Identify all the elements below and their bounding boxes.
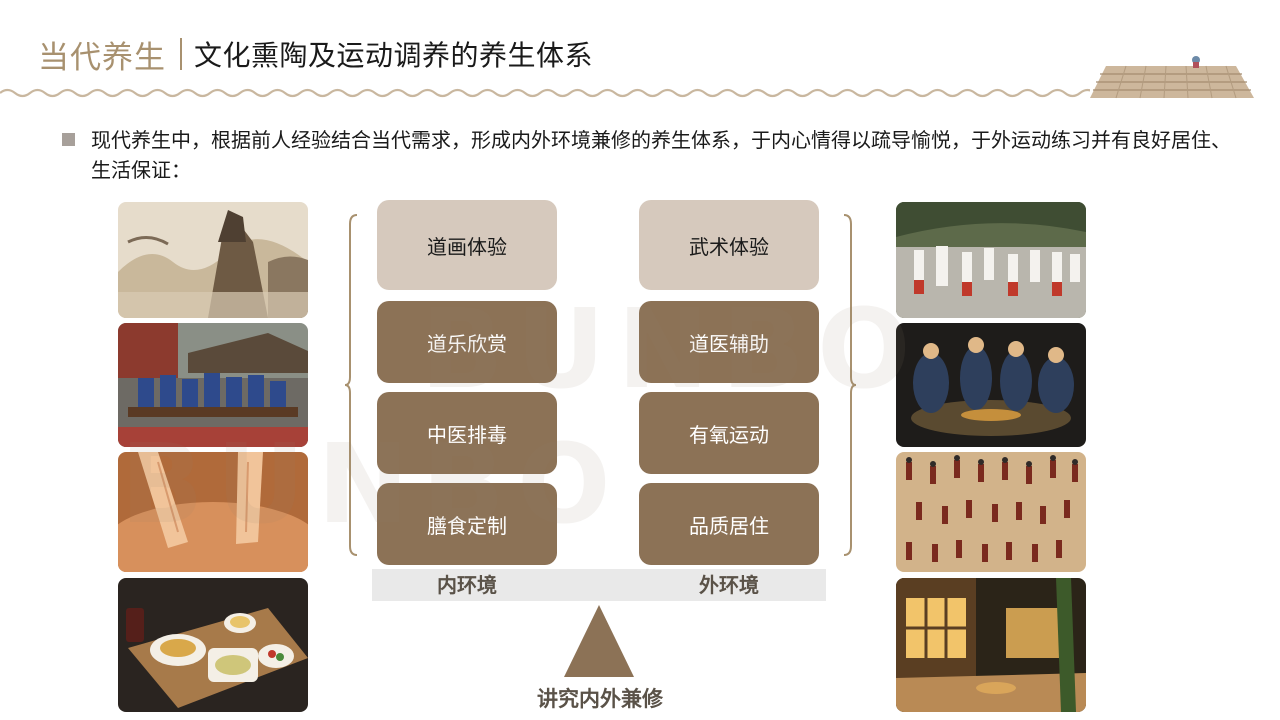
outer-item-medicine: 道医辅助 bbox=[639, 301, 819, 383]
outer-environment-label: 外环境 bbox=[699, 573, 759, 597]
page-header: 当代养生 文化熏陶及运动调养的养生体系 bbox=[38, 34, 594, 76]
section-title: 当代养生 bbox=[38, 39, 166, 76]
intro-paragraph: 现代养生中，根据前人经验结合当代需求，形成内外环境兼修的养生体系，于内心情得以疏… bbox=[62, 125, 1232, 185]
inner-item-diet: 膳食定制 bbox=[377, 483, 557, 565]
photo-taoist-music-ensemble bbox=[118, 323, 308, 447]
right-bracket bbox=[843, 214, 857, 556]
inner-item-detox: 中医排毒 bbox=[377, 392, 557, 474]
inner-item-music: 道乐欣赏 bbox=[377, 301, 557, 383]
outer-item-martial-arts: 武术体验 bbox=[639, 200, 819, 290]
environment-label-bar: 内环境 外环境 bbox=[372, 569, 826, 601]
outer-item-residence: 品质居住 bbox=[639, 483, 819, 565]
decorative-wave-divider bbox=[0, 88, 1090, 98]
photo-tea-ceremony bbox=[896, 323, 1086, 447]
photo-massage-therapy bbox=[118, 452, 308, 572]
outer-item-aerobic: 有氧运动 bbox=[639, 392, 819, 474]
photo-courtyard-residence bbox=[896, 578, 1086, 712]
roof-tile-icon bbox=[1090, 56, 1254, 99]
bullet-square-icon bbox=[62, 133, 75, 146]
photo-meal-tray bbox=[118, 578, 308, 712]
balance-label: 讲究内外兼修 bbox=[537, 687, 663, 711]
photo-martial-arts-practice bbox=[896, 202, 1086, 318]
photo-landscape-painting bbox=[118, 202, 308, 318]
balance-triangle-icon bbox=[564, 605, 634, 677]
inner-environment-label: 内环境 bbox=[437, 573, 497, 597]
inner-item-painting: 道画体验 bbox=[377, 200, 557, 290]
left-bracket bbox=[344, 214, 358, 556]
intro-text: 现代养生中，根据前人经验结合当代需求，形成内外环境兼修的养生体系，于内心情得以疏… bbox=[91, 128, 1231, 182]
page-title: 文化熏陶及运动调养的养生体系 bbox=[194, 39, 594, 72]
photo-dance-mural bbox=[896, 452, 1086, 572]
title-divider bbox=[180, 38, 182, 70]
